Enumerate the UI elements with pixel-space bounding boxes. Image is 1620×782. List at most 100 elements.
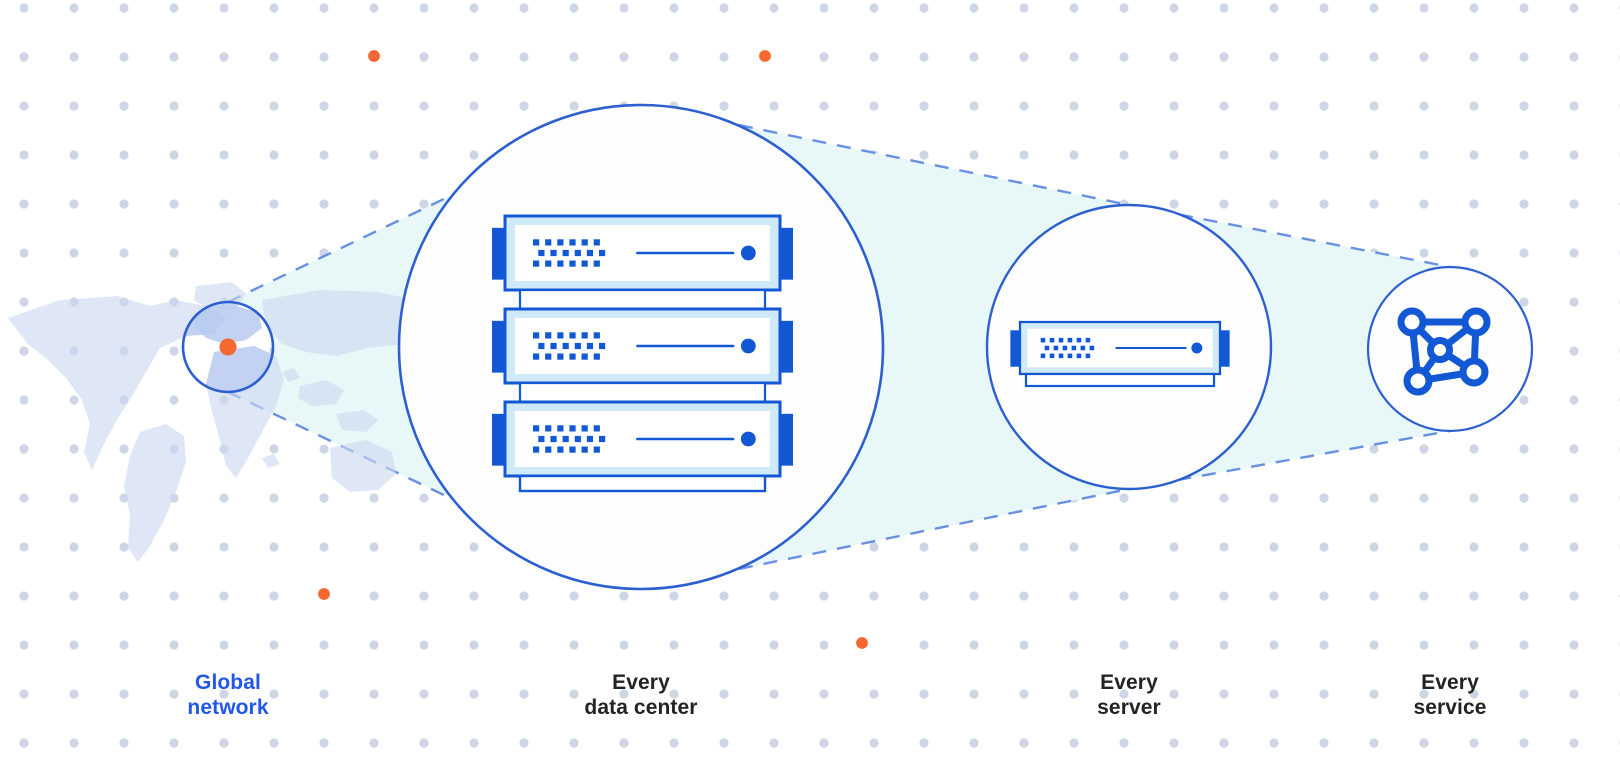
grid-dot (919, 101, 929, 111)
server-vent-dot (562, 342, 569, 350)
grid-dot (69, 199, 79, 209)
server-status-led (740, 245, 756, 261)
grid-dot (1269, 591, 1279, 601)
server-vent-dot (557, 260, 564, 267)
label-data-center: Every data center (584, 671, 698, 719)
grid-dot (1119, 101, 1129, 111)
grid-dot (1519, 444, 1529, 454)
grid-dot (269, 444, 279, 454)
grid-dot (1569, 395, 1579, 405)
grid-dot (1169, 542, 1179, 552)
global-network-circle (181, 300, 275, 394)
server-vent-dot (1040, 353, 1046, 359)
grid-dot (269, 542, 279, 552)
grid-dot (69, 248, 79, 258)
grid-dot (769, 689, 779, 699)
grid-dot (469, 52, 479, 62)
grid-dot (519, 3, 529, 13)
accent-dot (759, 50, 771, 62)
grid-dot (569, 52, 579, 62)
grid-dot (1219, 150, 1229, 160)
grid-dot (1169, 101, 1179, 111)
map-landmass (8, 296, 226, 470)
server-vent-dot (1049, 353, 1055, 359)
server-vent-dot (550, 342, 557, 350)
grid-dot (419, 542, 429, 552)
mesh-node-bl (1403, 366, 1433, 396)
server-vent-dot (1071, 345, 1077, 351)
grid-dot (1469, 738, 1479, 748)
server-vent-dot (538, 342, 545, 350)
label-global-network: Global network (187, 671, 269, 719)
grid-dot (269, 591, 279, 601)
grid-dot (1469, 591, 1479, 601)
grid-dot (369, 591, 379, 601)
grid-dot (1169, 738, 1179, 748)
grid-dot (169, 52, 179, 62)
grid-dot (1319, 738, 1329, 748)
grid-dot (269, 52, 279, 62)
grid-dot (769, 3, 779, 13)
grid-dot (1219, 52, 1229, 62)
grid-dot (469, 3, 479, 13)
grid-dot (1019, 542, 1029, 552)
server-vent-dot (581, 425, 588, 432)
server-vent-dot (562, 249, 569, 257)
grid-dot (969, 52, 979, 62)
server-vent-dot (1044, 345, 1050, 351)
grid-dot (269, 101, 279, 111)
grid-dot (319, 738, 329, 748)
grid-dot (569, 591, 579, 601)
server-vent-dot (593, 353, 600, 360)
server-vent-dot (545, 446, 552, 453)
grid-dot (869, 591, 879, 601)
grid-dot (469, 640, 479, 650)
grid-dot (1419, 640, 1429, 650)
grid-dot (469, 150, 479, 160)
grid-dot (19, 199, 29, 209)
server-rack-icon (492, 214, 793, 493)
grid-dot (119, 101, 129, 111)
server-vent-dot (569, 260, 576, 267)
grid-dot (1519, 591, 1529, 601)
grid-dot (1019, 52, 1029, 62)
grid-dot (769, 640, 779, 650)
grid-dot (369, 199, 379, 209)
grid-dot (1469, 689, 1479, 699)
grid-dot (19, 444, 29, 454)
server-vent-dot (593, 260, 600, 267)
grid-dot (1519, 101, 1529, 111)
grid-dot (1569, 738, 1579, 748)
grid-dot (819, 101, 829, 111)
server-side-tab-right (778, 413, 793, 466)
grid-dot (19, 493, 29, 503)
grid-dot (69, 493, 79, 503)
grid-dot (1519, 640, 1529, 650)
grid-dot (219, 248, 229, 258)
grid-dot (469, 738, 479, 748)
grid-dot (1419, 493, 1429, 503)
map-landmass (124, 424, 186, 562)
grid-dot (269, 738, 279, 748)
grid-dot (269, 3, 279, 13)
grid-dot (1419, 3, 1429, 13)
grid-dot (19, 101, 29, 111)
server-vent-dot (1058, 353, 1064, 359)
server-vent-dot (586, 249, 594, 257)
grid-dot (219, 640, 229, 650)
grid-dot (469, 101, 479, 111)
grid-dot (1119, 591, 1129, 601)
grid-dot (519, 101, 529, 111)
grid-dot (769, 101, 779, 111)
grid-dot (919, 52, 929, 62)
grid-dot (819, 3, 829, 13)
grid-dot (469, 542, 479, 552)
grid-dot (219, 689, 229, 699)
server-vent-dot (593, 446, 600, 453)
grid-dot (1469, 150, 1479, 160)
grid-dot (419, 689, 429, 699)
grid-dot (19, 3, 29, 13)
grid-dot (1269, 150, 1279, 160)
server-vent-dot (557, 239, 564, 246)
grid-dot (269, 199, 279, 209)
